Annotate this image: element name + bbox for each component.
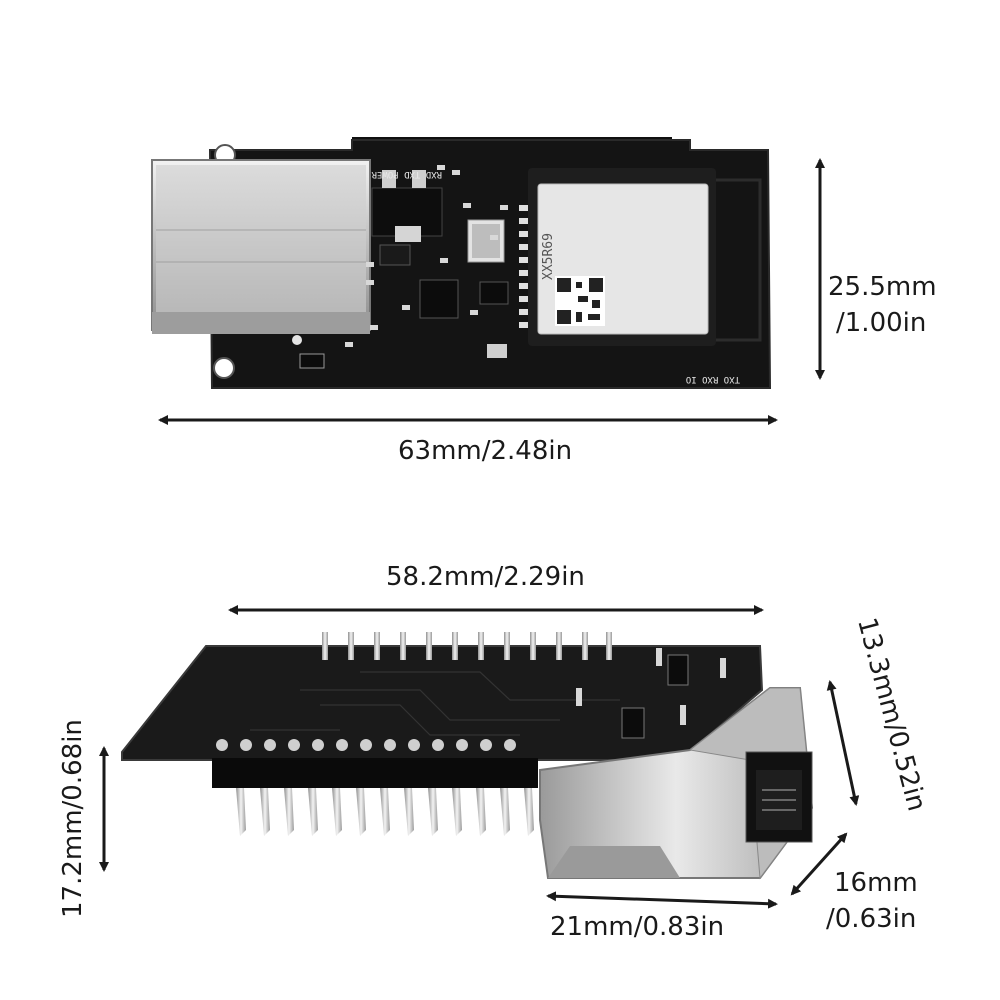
jack-depth-inch-label: /0.63in [826, 904, 917, 934]
module-pads [519, 205, 528, 328]
top-height-label: 25.5mm [828, 272, 937, 302]
lower-pins [236, 788, 534, 836]
upper-pins [322, 632, 612, 660]
ethernet-jack-top [151, 159, 371, 334]
top-height-inch-label: /1.00in [836, 308, 927, 338]
side-length-label: 58.2mm/2.29in [386, 562, 585, 592]
passive-components [345, 165, 508, 347]
header-strip [212, 758, 538, 788]
solder-joints [216, 739, 516, 751]
top-width-label: 63mm/2.48in [398, 436, 573, 466]
mounting-hole-icon [213, 357, 235, 379]
ethernet-jack-side [539, 687, 814, 880]
wifi-module: XX5R69 [528, 168, 762, 346]
side-view-board [121, 632, 814, 880]
module-marking: XX5R69 [541, 233, 556, 280]
depth-arrow-side [826, 680, 860, 806]
side-components [576, 648, 726, 739]
side-height-label: 17.2mm/0.68in [58, 719, 88, 918]
qr-code-icon [555, 276, 605, 326]
jack-depth-arrow [790, 832, 848, 896]
top-view-board: XX5R69 [151, 137, 772, 389]
silk-pin-label: TXO RXO IO [686, 374, 740, 384]
silk-power-label: RXD TXD POWER [371, 169, 442, 179]
jack-width-label: 21mm/0.83in [550, 912, 725, 942]
ic-components [292, 170, 509, 369]
jack-width-arrow [546, 891, 778, 909]
pcb-traces [250, 671, 620, 736]
jack-depth-label: 16mm [834, 868, 918, 898]
